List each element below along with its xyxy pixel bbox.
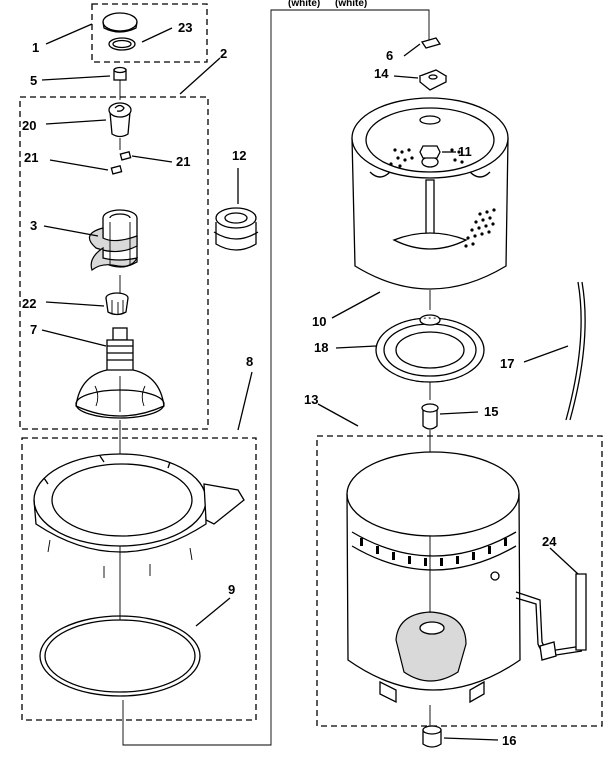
part-11-nut	[419, 145, 441, 159]
part-16-seal	[422, 725, 442, 748]
group-box-2	[19, 96, 209, 430]
part-24-drain-hose	[515, 573, 587, 661]
callout-5: 5	[30, 73, 37, 88]
part-14-hub-nut	[418, 69, 448, 91]
callout-1: 1	[32, 40, 39, 55]
part-10-spin-basket	[351, 97, 509, 290]
part-23-ring	[108, 37, 136, 51]
part-17-hose	[565, 281, 586, 421]
callout-9: 9	[228, 582, 235, 597]
callout-22: 22	[22, 296, 36, 311]
leader-lines	[41, 23, 579, 741]
callout-8: 8	[246, 354, 253, 369]
callout-12: 12	[232, 148, 246, 163]
part-18-basket-drive	[375, 314, 485, 383]
callout-18: 18	[314, 340, 328, 355]
part-15-cam-nut	[421, 403, 439, 430]
callout-17: 17	[500, 356, 514, 371]
callout-15: 15	[484, 404, 498, 419]
callout-14: 14	[374, 66, 389, 81]
part-5-bolt	[113, 66, 127, 81]
callout-16: 16	[502, 733, 516, 748]
header-left-fragment: (white)	[288, 0, 320, 9]
callout-11: 11	[458, 144, 472, 159]
callout-2: 2	[220, 46, 227, 61]
callout-13: 13	[304, 392, 318, 407]
callout-21-left: 21	[24, 150, 38, 165]
header-right-fragment: (white)	[335, 0, 367, 9]
part-21-dogs	[110, 151, 132, 175]
callout-20: 20	[22, 118, 36, 133]
part-12-bearing	[213, 207, 259, 251]
group-box-13	[316, 435, 603, 727]
basket-perforations	[389, 148, 496, 248]
group-box-8	[21, 437, 257, 721]
callout-10: 10	[312, 314, 326, 329]
part-6-clip	[420, 37, 442, 49]
part-22-coupling	[105, 292, 129, 316]
part-20-cam	[108, 102, 132, 138]
part-7-agitator-base	[75, 327, 165, 419]
tub-slots	[360, 538, 507, 566]
part-8-tub-ring	[33, 453, 245, 578]
callout-labels: 1 23 2 5 20 21 21 3 22 7 12 8 9 6 14 11 …	[22, 20, 557, 748]
callout-24: 24	[542, 534, 557, 549]
callout-7: 7	[30, 322, 37, 337]
callout-6: 6	[386, 48, 393, 63]
part-1-cap	[102, 12, 138, 33]
callout-23: 23	[178, 20, 192, 35]
part-13-outer-tub	[346, 451, 521, 704]
callout-3: 3	[30, 218, 37, 233]
part-9-seal-ring	[39, 615, 201, 697]
group-box-1-23	[91, 3, 208, 63]
part-3-agitator-auger	[88, 209, 139, 272]
callout-21-right: 21	[176, 154, 190, 169]
